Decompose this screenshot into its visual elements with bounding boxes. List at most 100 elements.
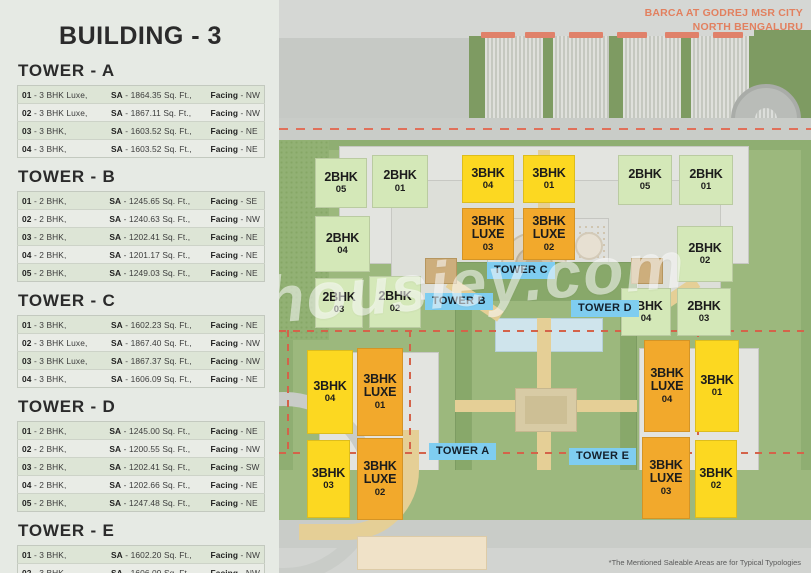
central-pavilion-inner — [525, 396, 567, 424]
table-row[interactable]: 03 - 2 BHK,SA - 1202.41 Sq. Ft.,Facing -… — [17, 227, 265, 246]
unit-number-cell: 03 - 2 BHK, — [17, 227, 106, 246]
unit-type-label: 3BHK — [363, 372, 397, 387]
unit-number-cell: 02 - 3 BHK Luxe, — [17, 103, 107, 122]
tower-tag-tower-a[interactable]: TOWER A — [429, 443, 497, 460]
table-row[interactable]: 04 - 3 BHK,SA - 1603.52 Sq. Ft.,Facing -… — [17, 139, 265, 158]
facing-cell: Facing - NW — [206, 209, 265, 228]
table-row[interactable]: 01 - 2 BHK,SA - 1245.00 Sq. Ft.,Facing -… — [17, 421, 265, 440]
saleable-area-cell: SA - 1249.03 Sq. Ft., — [109, 267, 191, 278]
unit-number-label: 02 — [699, 255, 711, 267]
facing-cell: Facing - NW — [206, 85, 265, 104]
road-centre-line — [279, 128, 811, 130]
unit-number-label: 04 — [324, 393, 336, 405]
unit-type-label: 3BHK — [471, 165, 505, 180]
saleable-area-cell: SA - 1867.40 Sq. Ft., — [106, 333, 207, 352]
unit-type-label: 2BHK — [322, 289, 356, 304]
table-row[interactable]: 02 - 3 BHK Luxe,SA - 1867.40 Sq. Ft.,Fac… — [17, 333, 265, 352]
tower-unit-table: 01 - 2 BHK,SA - 1245.00 Sq. Ft., Facing -… — [17, 421, 265, 512]
facing-cell: Facing - SW — [206, 457, 265, 476]
table-row[interactable]: 01 - 2 BHK,SA - 1245.65 Sq. Ft.,Facing -… — [17, 191, 265, 210]
facing-cell: Facing - NW — [206, 103, 265, 122]
table-row[interactable]: 04 - 2 BHK,SA - 1202.66 Sq. Ft.,Facing -… — [17, 475, 265, 494]
unit-type-label: LUXE — [363, 472, 397, 487]
unit-number-label: 04 — [661, 393, 673, 405]
saleable-area-cell: SA - 1603.52 Sq. Ft., — [106, 121, 207, 140]
table-row[interactable]: 04 - 3 BHK,SA - 1606.09 Sq. Ft.,Facing -… — [17, 369, 265, 388]
table-row[interactable]: 02 - 2 BHK,SA - 1200.55 Sq. Ft.,Facing -… — [17, 439, 265, 458]
table-row[interactable]: 01 - 3 BHK,SA - 1602.20 Sq. Ft.,Facing -… — [17, 545, 265, 564]
table-row[interactable]: 02 - 3 BHK Luxe,SA - 1867.11 Sq. Ft.,Fac… — [17, 103, 265, 122]
table-row[interactable]: 05 - 2 BHK,SA - 1247.48 Sq. Ft.,Facing -… — [17, 493, 265, 512]
unit-type-label: 3BHK — [313, 378, 347, 393]
saleable-area-cell: SA - 1867.11 Sq. Ft., — [106, 103, 207, 122]
table-row[interactable]: 03 - 3 BHK Luxe,SA - 1867.37 Sq. Ft.,Fac… — [17, 351, 265, 370]
saleable-area-cell: SA - 1864.35 Sq. Ft., — [106, 85, 207, 104]
tower-heading: TOWER - B — [18, 167, 116, 186]
saleable-area-cell: SA - 1606.09 Sq. Ft., — [106, 563, 207, 573]
table-row[interactable]: 04 - 2 BHK,SA - 1201.17 Sq. Ft.,Facing -… — [17, 245, 265, 264]
unit-number-cell: 02 - 2 BHK, — [17, 209, 106, 228]
unit-type-label: 2BHK — [689, 166, 723, 181]
unit-number-label: 01 — [394, 182, 406, 194]
saleable-area-cell: SA - 1200.55 Sq. Ft., — [105, 439, 207, 458]
unit-type-label: 3BHK — [532, 165, 566, 180]
table-row[interactable]: 01 - 3 BHK Luxe,SA - 1864.35 Sq. Ft.,Fac… — [17, 85, 265, 104]
saleable-area-cell: SA - 1245.00 Sq. Ft., — [105, 421, 207, 440]
unit-number-cell: 01 - 2 BHK, — [17, 421, 106, 440]
setback-line-south — [279, 452, 811, 454]
tower-tag-tower-e[interactable]: TOWER E — [569, 448, 637, 465]
saleable-area-cell: SA - 1245.65 Sq. Ft., — [105, 191, 207, 210]
facing-cell: Facing - NE — [210, 373, 258, 384]
project-header: BARCA AT GODREJ MSR CITY NORTH BENGALURU — [645, 6, 803, 34]
unit-number-label: 01 — [711, 387, 723, 399]
tower-tag-tower-c[interactable]: TOWER C — [487, 262, 555, 279]
tower-tag-tower-d[interactable]: TOWER D — [571, 300, 639, 317]
table-row[interactable]: 03 - 3 BHK,SA - 1603.52 Sq. Ft.,Facing -… — [17, 121, 265, 140]
facing-cell: Facing - NE — [206, 475, 265, 494]
tower-tag-tower-b[interactable]: TOWER B — [425, 293, 493, 310]
unit-type-label: 3BHK — [532, 214, 566, 229]
unit-type-label: 2BHK — [628, 166, 662, 181]
table-row[interactable]: 05 - 2 BHK,SA - 1249.03 Sq. Ft.,Facing -… — [17, 263, 265, 282]
table-row[interactable]: 01 - 3 BHK,SA - 1602.23 Sq. Ft.,Facing -… — [17, 315, 265, 334]
facing-cell: Facing - NE — [206, 121, 265, 140]
saleable-area-cell: SA - 1240.63 Sq. Ft., — [105, 209, 207, 228]
saleable-area-cell: SA - 1602.20 Sq. Ft., — [106, 545, 207, 564]
unit-type-label: 3BHK — [363, 459, 397, 474]
setback-line-west — [409, 330, 411, 452]
unit-number-label: 03 — [698, 313, 710, 325]
entrance-plaza — [357, 536, 487, 570]
saleable-area-cell: SA - 1606.09 Sq. Ft., — [110, 373, 192, 384]
table-row[interactable]: 02 - 2 BHK,SA - 1240.63 Sq. Ft.,Facing -… — [17, 209, 265, 228]
facing-cell: Facing - NE — [206, 245, 265, 264]
saleable-area-cell: SA - 1247.48 Sq. Ft., — [109, 497, 191, 508]
table-row[interactable]: 02 - 3 BHK,SA - 1606.09 Sq. Ft.,Facing -… — [17, 563, 265, 573]
tower-unit-table: 01 - 3 BHK,SA - 1602.23 Sq. Ft.,Facing -… — [17, 315, 265, 388]
unit-number-label: 01 — [700, 181, 712, 193]
unit-number-cell: 02 - 3 BHK, — [17, 563, 107, 573]
table-row[interactable]: 03 - 2 BHK,SA - 1202.41 Sq. Ft.,Facing -… — [17, 457, 265, 476]
unit-number-cell: 04 - 2 BHK, — [17, 245, 106, 264]
